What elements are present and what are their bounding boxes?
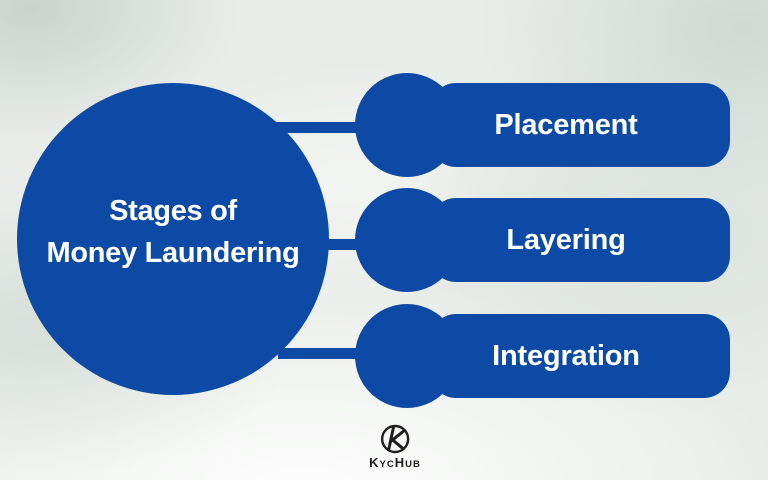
connector-line-placement — [276, 122, 368, 133]
wordmark-h: H — [394, 455, 406, 470]
connector-line-integration — [278, 348, 370, 359]
kychub-k-icon — [380, 424, 410, 454]
stage-placement-bar: Placement — [430, 83, 730, 167]
diagram-title: Stages of Money Laundering — [47, 190, 300, 274]
stage-layering-label: Layering — [506, 223, 626, 256]
wordmark-yc: YC — [379, 459, 395, 470]
stage-integration-label: Integration — [492, 339, 640, 372]
connector-line-layering — [318, 239, 368, 250]
hub-circle: Stages of Money Laundering — [17, 83, 329, 395]
stage-integration-bar: Integration — [430, 314, 730, 398]
diagram-title-line1: Stages of — [109, 195, 237, 227]
diagram-title-line2: Money Laundering — [46, 237, 300, 269]
stage-placement-label: Placement — [494, 108, 638, 141]
stage-layering-bar: Layering — [430, 198, 730, 282]
wordmark-k: K — [369, 455, 380, 470]
wordmark-ub: UB — [405, 459, 421, 470]
